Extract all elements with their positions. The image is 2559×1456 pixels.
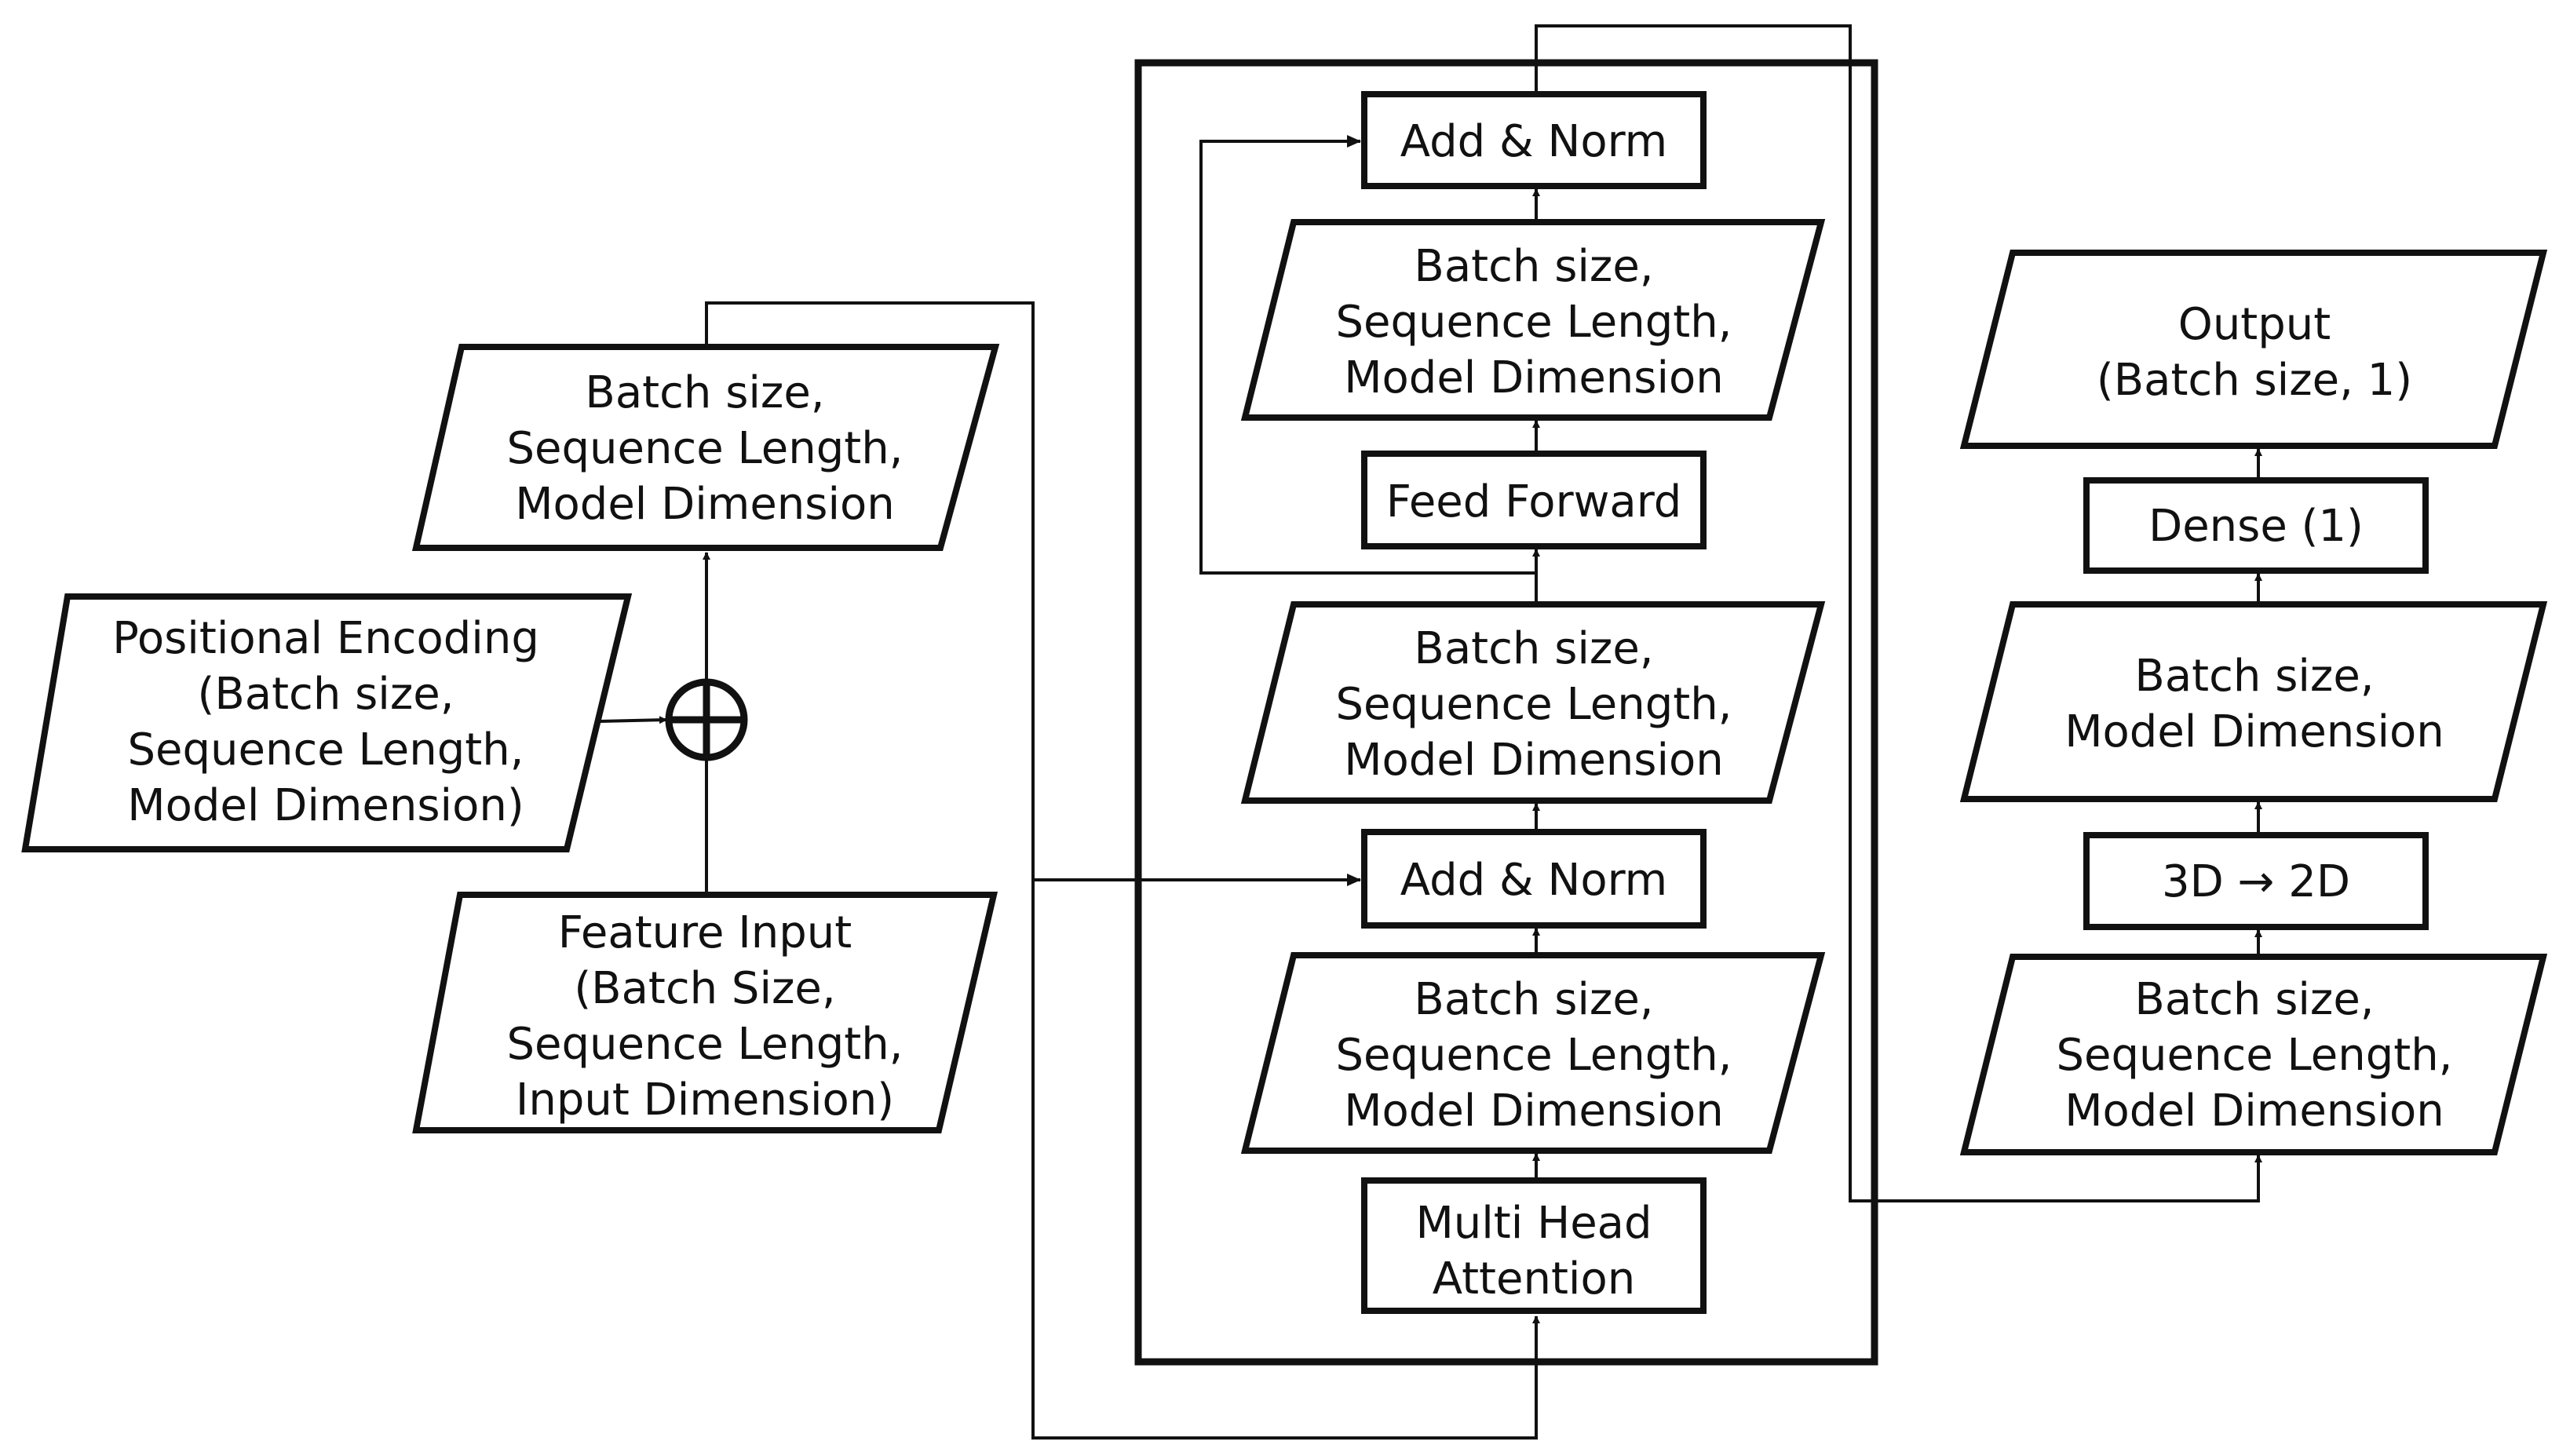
ffn-output-line-3: Model Dimension [1344, 352, 1724, 403]
output-node: Output (Batch size, 1) [1959, 250, 2548, 449]
feature-input-line-4: Input Dimension) [516, 1075, 894, 1126]
add-norm-2-label: Add & Norm [1400, 116, 1667, 167]
ffn-output-tensor-node: Batch size, Sequence Length, Model Dimen… [1240, 219, 1826, 421]
norm-1-output-tensor-node: Batch size, Sequence Length, Model Dimen… [1240, 601, 1826, 804]
flattened-line-2: Model Dimension [2064, 706, 2444, 757]
wire-encoder-to-output-head [1535, 24, 2262, 1202]
flattened-line-1: Batch size, [2134, 651, 2374, 702]
positional-encoding-line-1: Positional Encoding [112, 613, 539, 664]
embedding-tensor-line-3: Model Dimension [515, 479, 895, 530]
embedding-tensor-node: Batch size, Sequence Length, Model Dimen… [411, 344, 1000, 551]
feature-input-line-1: Feature Input [558, 907, 852, 958]
multi-head-attention-line-2: Attention [1433, 1253, 1635, 1305]
encoder-block-frame [1134, 59, 1878, 1366]
add-norm-1-label: Add & Norm [1400, 855, 1667, 906]
positional-encoding-line-4: Model Dimension) [127, 780, 524, 831]
sum-operator [665, 678, 748, 761]
reshape-node: 3D → 2D [2083, 832, 2429, 930]
flattened-tensor-node: Batch size, Model Dimension [1959, 601, 2548, 802]
feed-forward-node: Feed Forward [1361, 451, 1707, 549]
attention-output-tensor-node: Batch size, Sequence Length, Model Dimen… [1240, 952, 1826, 1154]
dense-label: Dense (1) [2148, 501, 2364, 552]
connectors [599, 24, 2262, 1440]
embedding-tensor-line-1: Batch size, [585, 367, 824, 418]
ffn-output-line-2: Sequence Length, [1336, 297, 1732, 348]
attention-output-line-2: Sequence Length, [1336, 1030, 1732, 1081]
multi-head-attention-node: Multi Head Attention [1361, 1177, 1707, 1314]
input-section: Positional Encoding (Batch size, Sequenc… [21, 344, 1000, 1133]
feature-input-node: Feature Input (Batch Size, Sequence Leng… [412, 892, 998, 1133]
encoder-output-line-3: Model Dimension [2064, 1086, 2444, 1137]
wire-embedding-to-encoder [705, 301, 1540, 1440]
norm-1-output-line-2: Sequence Length, [1336, 679, 1732, 730]
arrow-positional-to-sum [599, 716, 667, 724]
positional-encoding-line-3: Sequence Length, [128, 724, 524, 775]
output-line-2: (Batch size, 1) [2097, 355, 2412, 406]
attention-output-line-3: Model Dimension [1344, 1086, 1724, 1137]
feed-forward-label: Feed Forward [1386, 476, 1682, 527]
wire-residual-to-add-norm-2 [1199, 135, 1536, 575]
ffn-output-line-1: Batch size, [1414, 241, 1653, 292]
feature-input-line-3: Sequence Length, [507, 1019, 903, 1070]
dense-node: Dense (1) [2083, 477, 2429, 574]
multi-head-attention-line-1: Multi Head [1415, 1198, 1652, 1249]
embedding-tensor-line-2: Sequence Length, [507, 423, 903, 474]
positional-encoding-line-2: (Batch size, [197, 669, 454, 720]
encoder-section: Multi Head Attention Batch size, Sequenc… [1240, 91, 1826, 1314]
output-line-1: Output [2178, 299, 2331, 350]
encoder-output-line-1: Batch size, [2134, 974, 2374, 1025]
positional-encoding-node: Positional Encoding (Batch size, Sequenc… [21, 593, 633, 852]
norm-1-output-line-1: Batch size, [1414, 623, 1653, 674]
feature-input-line-2: (Batch Size, [574, 963, 835, 1014]
encoder-output-line-2: Sequence Length, [2057, 1030, 2453, 1081]
add-norm-2-node: Add & Norm [1361, 91, 1707, 189]
norm-1-output-line-3: Model Dimension [1344, 735, 1724, 786]
add-norm-1-node: Add & Norm [1361, 829, 1707, 929]
encoder-output-tensor-node: Batch size, Sequence Length, Model Dimen… [1959, 954, 2548, 1155]
attention-output-line-1: Batch size, [1414, 974, 1653, 1025]
reshape-label: 3D → 2D [2162, 856, 2350, 907]
output-head-section: Batch size, Sequence Length, Model Dimen… [1959, 250, 2548, 1155]
